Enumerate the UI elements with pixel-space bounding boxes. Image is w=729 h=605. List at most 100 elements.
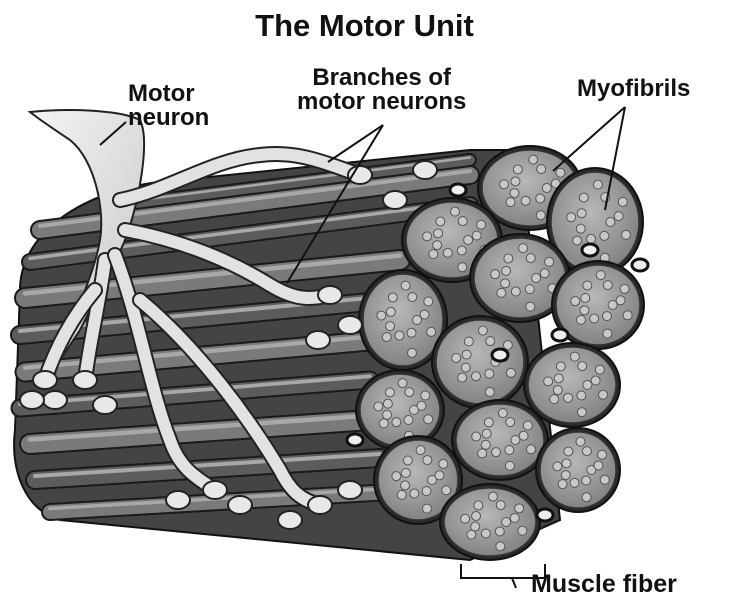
myofibril [505, 446, 514, 455]
axon-terminal [338, 481, 362, 499]
myofibril [582, 476, 591, 485]
myofibril [594, 461, 603, 470]
myofibril [382, 333, 391, 342]
axon-terminal [43, 391, 67, 409]
myofibril [545, 257, 554, 266]
myofibril [383, 410, 392, 419]
myofibril [591, 376, 600, 385]
myofibril [379, 419, 388, 428]
axon-terminal [203, 481, 227, 499]
myofibril [570, 352, 579, 361]
blood-vessel [552, 329, 568, 341]
myofibril [596, 271, 605, 280]
myofibril [388, 293, 397, 302]
label-branches: Branches of motor neurons [297, 66, 466, 114]
myofibril [472, 432, 481, 441]
myofibril [457, 246, 466, 255]
myofibril [563, 393, 572, 402]
myofibril [458, 263, 467, 272]
myofibril [544, 377, 553, 386]
myofibril [603, 329, 612, 338]
myofibril [595, 365, 604, 374]
pointer-muscle-fiber [512, 578, 516, 588]
myofibril [513, 165, 522, 174]
myofibril [511, 177, 520, 186]
myofibril [471, 372, 480, 381]
axon-terminal [20, 391, 44, 409]
myofibril [484, 418, 493, 427]
myofibril [458, 373, 467, 382]
myofibril [485, 388, 494, 397]
myofibril [398, 379, 407, 388]
myofibril [392, 472, 401, 481]
myofibril [519, 431, 528, 440]
myofibril [502, 518, 511, 527]
page-title: The Motor Unit [0, 10, 729, 41]
myofibril [481, 440, 490, 449]
myofibril [422, 487, 431, 496]
myofibril [616, 296, 625, 305]
myofibril [496, 542, 505, 551]
myofibril [491, 448, 500, 457]
myofibril [401, 281, 410, 290]
myofibril [577, 408, 586, 417]
axon-terminal [413, 161, 437, 179]
myofibril [452, 353, 461, 362]
myofibril [576, 224, 585, 233]
myofibril [404, 416, 413, 425]
myofibril [433, 241, 442, 250]
myofibril [417, 401, 426, 410]
axon-terminal [338, 316, 362, 334]
myofibril [620, 284, 629, 293]
axon-terminal [318, 286, 342, 304]
myofibril [506, 368, 515, 377]
myofibril [576, 437, 585, 446]
myofibril [579, 193, 588, 202]
myofibril [405, 388, 414, 397]
myofibril [510, 513, 519, 522]
label-motor-neuron-line-2: neuron [128, 106, 209, 130]
myofibril [593, 180, 602, 189]
myofibril [443, 248, 452, 257]
myofibril [420, 310, 429, 319]
label-motor-neuron-line-1: Motor [128, 82, 209, 106]
myofibril [401, 468, 410, 477]
myofibril [451, 207, 460, 216]
axon-terminal [228, 496, 252, 514]
myofibril [577, 391, 586, 400]
axon-terminal [306, 331, 330, 349]
label-myofibrils: Myofibrils [577, 77, 690, 101]
myofibril [580, 306, 589, 315]
myofibril [564, 447, 573, 456]
myofibril [581, 293, 590, 302]
myofibril [434, 229, 443, 238]
myofibril [374, 402, 383, 411]
myofibril [553, 386, 562, 395]
myofibril [501, 279, 510, 288]
myofibril [600, 475, 609, 484]
myofibril [523, 421, 532, 430]
myofibril [423, 232, 432, 241]
myofibril [481, 529, 490, 538]
myofibril [603, 281, 612, 290]
myofibril [537, 165, 546, 174]
myofibril [576, 315, 585, 324]
myofibril [471, 522, 480, 531]
myofibril [410, 489, 419, 498]
myofibril [600, 231, 609, 240]
myofibril [462, 350, 471, 359]
myofibril [491, 270, 500, 279]
blood-vessel [632, 259, 648, 271]
myofibril [474, 501, 483, 510]
myofibril [553, 462, 562, 471]
label-muscle-fiber: Muscle fiber [531, 572, 677, 597]
myofibril [606, 218, 615, 227]
myofibril [623, 311, 632, 320]
myofibril [504, 254, 513, 263]
myofibril [510, 189, 519, 198]
myofibril [536, 194, 545, 203]
myofibril [526, 445, 535, 454]
myofibril [554, 374, 563, 383]
myofibril [571, 297, 580, 306]
